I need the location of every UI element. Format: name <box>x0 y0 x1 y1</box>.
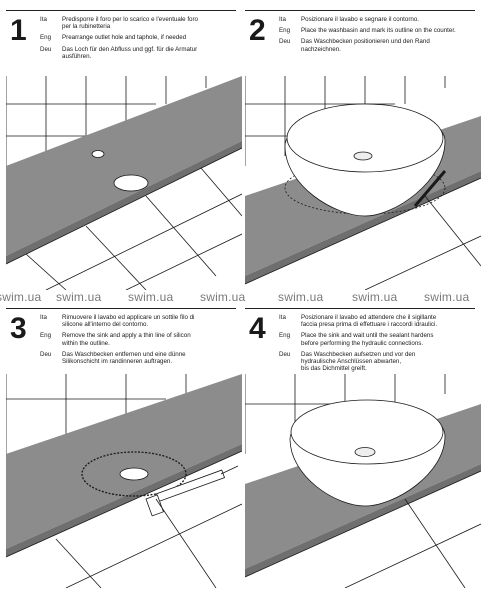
watermark: swim.ua <box>352 290 398 304</box>
step-number: 4 <box>249 312 266 345</box>
counter-top <box>6 76 242 256</box>
counter-edge <box>6 444 242 557</box>
watermark: swim.ua <box>278 290 324 304</box>
caulking-gun-icon <box>145 465 239 517</box>
outlet-hole <box>119 467 149 481</box>
step-number: 2 <box>249 14 266 47</box>
top-rule <box>6 308 236 309</box>
floor-tiles <box>6 147 242 290</box>
watermark: swim.ua <box>200 290 246 304</box>
step-3-illustration <box>6 374 242 588</box>
counter-edge <box>6 141 242 264</box>
watermark: swim.ua <box>0 290 42 304</box>
step-number: 1 <box>10 14 27 47</box>
floor-tiles <box>245 470 481 588</box>
watermark-strip: swim.ua swim.ua swim.ua swim.ua swim.ua … <box>0 290 487 304</box>
top-rule <box>245 308 475 309</box>
watermark: swim.ua <box>56 290 102 304</box>
drain-icon <box>353 151 373 161</box>
step-2-illustration <box>245 76 481 290</box>
silicone-outline <box>81 451 187 497</box>
counter-top <box>6 374 242 549</box>
step-4-illustration <box>245 374 481 588</box>
outlet-hole <box>113 174 149 192</box>
top-rule <box>6 10 236 11</box>
tap-hole <box>91 150 105 158</box>
top-rule <box>245 10 475 11</box>
wall-tiles <box>6 76 207 166</box>
watermark: swim.ua <box>424 290 470 304</box>
floor-tiles <box>6 450 242 588</box>
drain-icon <box>354 447 376 457</box>
watermark: swim.ua <box>128 290 174 304</box>
pencil-icon <box>413 170 447 207</box>
step-1-illustration <box>6 76 242 290</box>
step-number: 3 <box>10 312 27 345</box>
wall-tiles <box>6 374 187 454</box>
counter-edge <box>245 464 481 577</box>
floor-tiles <box>245 177 481 290</box>
